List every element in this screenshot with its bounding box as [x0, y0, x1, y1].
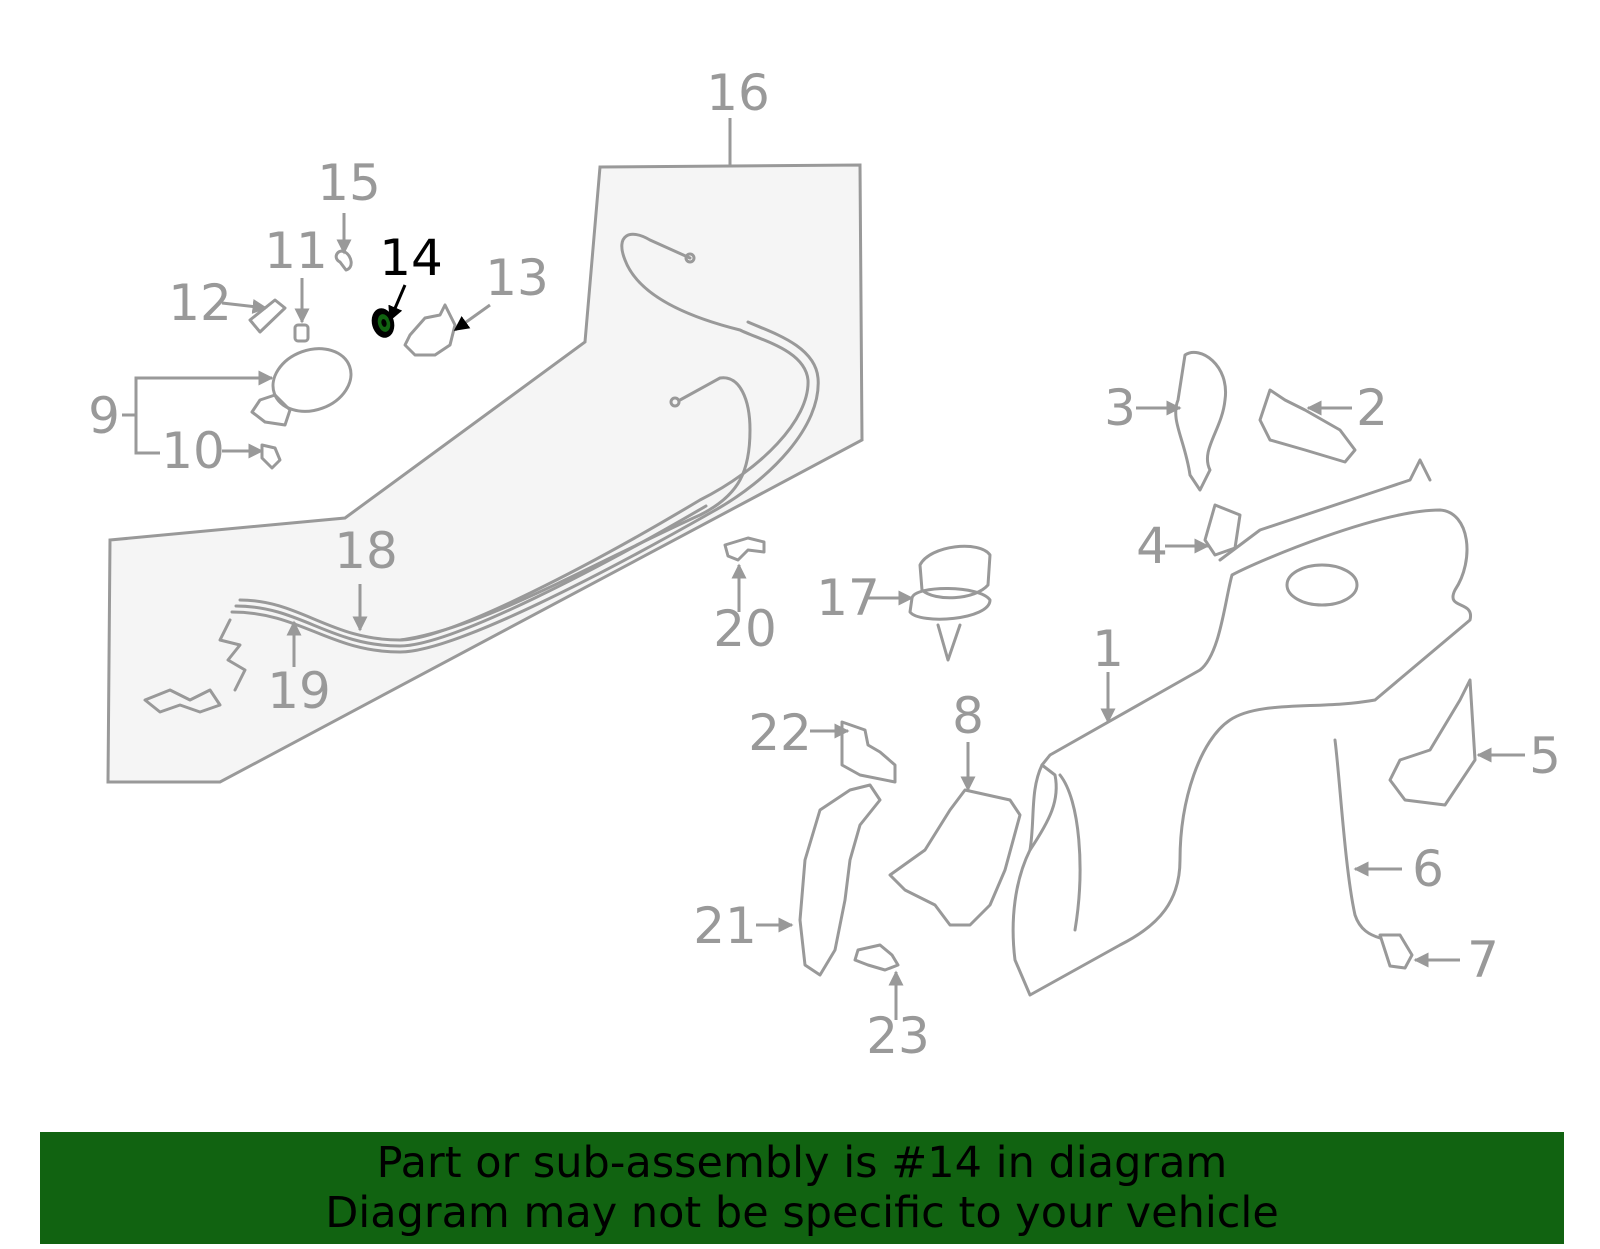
callout-6: 6	[1412, 840, 1444, 898]
callout-13: 13	[485, 249, 549, 307]
callout-20: 20	[713, 600, 777, 658]
callout-9: 9	[88, 387, 120, 445]
callout-12: 12	[168, 274, 232, 332]
callout-2: 2	[1356, 379, 1388, 437]
callout-labels: 1 2 3 4 5 6 7 8 9 10 11 12 13 14 15 16 1…	[88, 64, 1561, 1065]
part-1-quarter-panel	[1011, 458, 1472, 997]
callout-7: 7	[1467, 931, 1499, 989]
callout-18: 18	[334, 522, 398, 580]
callout-8: 8	[952, 687, 984, 745]
misc-parts	[798, 350, 1477, 977]
part-17-grommet	[908, 544, 992, 662]
part-20-bolt	[723, 536, 766, 562]
leader-lines	[122, 213, 1525, 1020]
callout-17: 17	[816, 569, 880, 627]
callout-10: 10	[161, 422, 225, 480]
callout-4: 4	[1136, 517, 1168, 575]
banner-line-2: Diagram may not be specific to your vehi…	[325, 1188, 1279, 1238]
callout-14: 14	[379, 229, 443, 287]
callout-3: 3	[1104, 379, 1136, 437]
callout-1: 1	[1092, 620, 1124, 678]
callout-22: 22	[748, 704, 812, 762]
info-banner: Part or sub-assembly is #14 in diagram D…	[40, 1132, 1564, 1244]
cable-assembly	[143, 232, 820, 714]
callout-19: 19	[267, 662, 331, 720]
callout-5: 5	[1529, 727, 1561, 785]
callout-15: 15	[317, 154, 381, 212]
callout-16: 16	[706, 64, 770, 122]
callout-21: 21	[693, 897, 757, 955]
callout-23: 23	[866, 1007, 930, 1065]
callout-11: 11	[264, 222, 328, 280]
banner-line-1: Part or sub-assembly is #14 in diagram	[376, 1138, 1228, 1188]
